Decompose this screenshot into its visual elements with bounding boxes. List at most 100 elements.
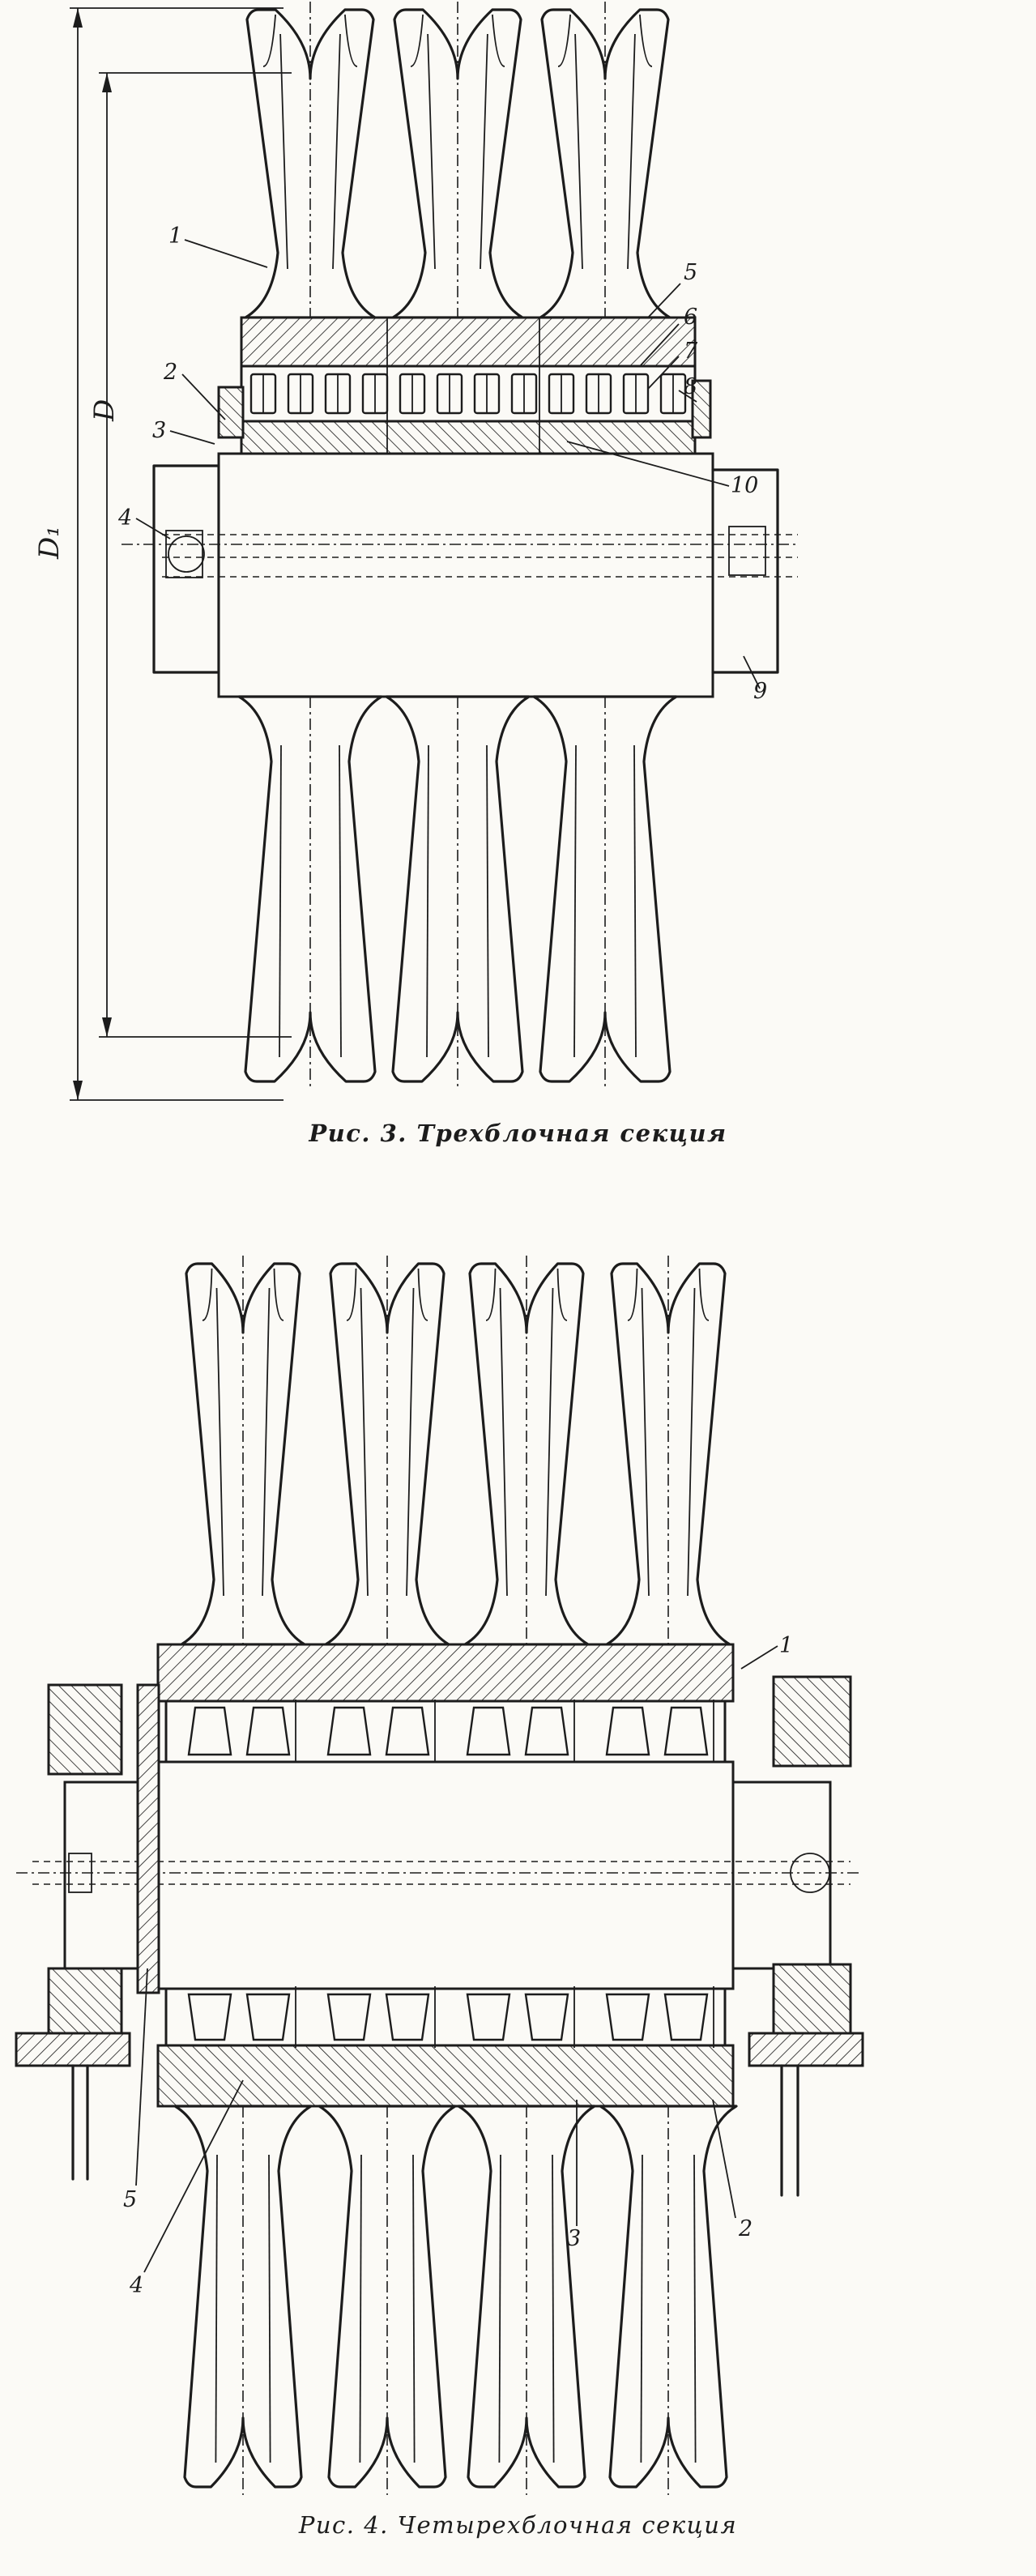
tapered-roller [326,1706,372,1756]
figure-3-three-sheave-section: D₁ D [0,0,1036,1199]
hub-section-top [156,1643,735,1764]
tapered-roller [466,1706,511,1756]
web-line [406,1287,415,1597]
callout-2: 2 [163,360,177,385]
tapered-roller [187,1993,232,2041]
callout-2: 2 [738,2216,752,2241]
callout-8: 8 [684,374,697,399]
web-line [279,744,282,1058]
figure-3-caption: Рис. 3. Трехблочная секция [309,1120,727,1147]
upper-sheaves [180,1256,731,1646]
callout-10: 10 [731,473,758,498]
lower-sheaves [173,2105,738,2495]
rim-line [556,1268,568,1321]
upper-sheave-1 [244,2,377,319]
tapered-bearings-bottom [187,1986,714,2048]
rim-line [410,14,424,67]
rim-line [346,1268,357,1321]
tapered-roller [524,1993,569,2041]
web-line [693,2154,697,2463]
rim-line [273,1268,284,1321]
rim-line [262,14,276,67]
web-line [426,744,429,1058]
web-line [641,1287,650,1597]
hub-section-bottom [156,1986,735,2108]
web-line [412,2154,416,2463]
callout-1: 1 [168,224,182,249]
web-line [215,2154,218,2463]
upper-sheave-3 [539,2,671,319]
callout-5: 5 [684,260,697,285]
upper-sheave-2 [324,1256,450,1646]
tapered-roller [605,1706,650,1756]
web-line [627,33,636,270]
lower-sheaves [237,695,678,1090]
callout-leaders [135,239,761,689]
lower-sheave-4 [599,2105,738,2495]
callout-3: 3 [152,418,166,443]
tapered-roller [385,1706,430,1756]
rim-line [492,14,505,67]
figure-3-drawing: D₁ D [33,2,798,1101]
right-support [748,1675,864,2197]
lower-sheave-2 [318,2105,457,2495]
tapered-roller [245,1993,291,2041]
left-support [15,1683,160,2181]
tapered-roller [326,1993,372,2041]
rim-line [417,1268,428,1321]
web-line [552,2154,555,2463]
tapered-roller [245,1706,291,1756]
web-line [573,744,577,1058]
roller-bearings [249,373,687,415]
web-line [262,1287,271,1597]
callout-3: 3 [567,2226,581,2251]
tapered-roller [663,1993,709,2041]
callout-6: 6 [684,305,697,330]
web-line [268,2154,271,2463]
dimension-d: D [88,72,292,1038]
web-line [279,33,288,270]
dimension-label-d: D [88,399,121,422]
lower-sheave-1 [173,2105,313,2495]
web-line [574,33,583,270]
web-line [332,33,341,270]
dimension-d1: D₁ [33,7,284,1101]
web-line [545,1287,554,1597]
upper-sheaves [244,2,671,319]
upper-sheave-4 [605,1256,731,1646]
hub-section [217,316,712,457]
tapered-bearings-top [187,1700,714,1763]
tapered-roller [187,1706,232,1756]
callout-4: 4 [129,2273,143,2298]
lower-sheave-3 [532,695,678,1090]
web-line [339,744,342,1058]
web-line [215,1287,224,1597]
rim-line [698,1268,710,1321]
figure-4-caption: Рис. 4. Четырехблочная секция [298,2511,738,2539]
lower-sheave-2 [385,695,531,1090]
web-line [499,1287,508,1597]
rim-line [627,1268,638,1321]
callout-7: 7 [684,339,698,364]
callout-leaders [135,1645,778,2273]
callout-4: 4 [117,505,132,531]
dimension-label-d1: D₁ [33,526,66,560]
web-line [427,33,436,270]
rim-line [639,14,653,67]
callout-5: 5 [123,2187,137,2212]
figure-4-four-sheave-section: 1 2 3 4 5 [0,1199,1036,2576]
lower-sheave-3 [457,2105,596,2495]
tapered-roller [524,1706,569,1756]
upper-sheave-3 [463,1256,590,1646]
web-line [640,2154,643,2463]
lower-sheave-1 [237,695,383,1090]
rim-line [485,1268,497,1321]
rim-line [557,14,571,67]
callout-9: 9 [753,679,767,704]
web-line [498,2154,501,2463]
left-end-cap [217,386,245,439]
callout-1: 1 [779,1633,793,1658]
web-line [633,744,637,1058]
tapered-roller [605,1993,650,2041]
tapered-roller [466,1993,511,2041]
